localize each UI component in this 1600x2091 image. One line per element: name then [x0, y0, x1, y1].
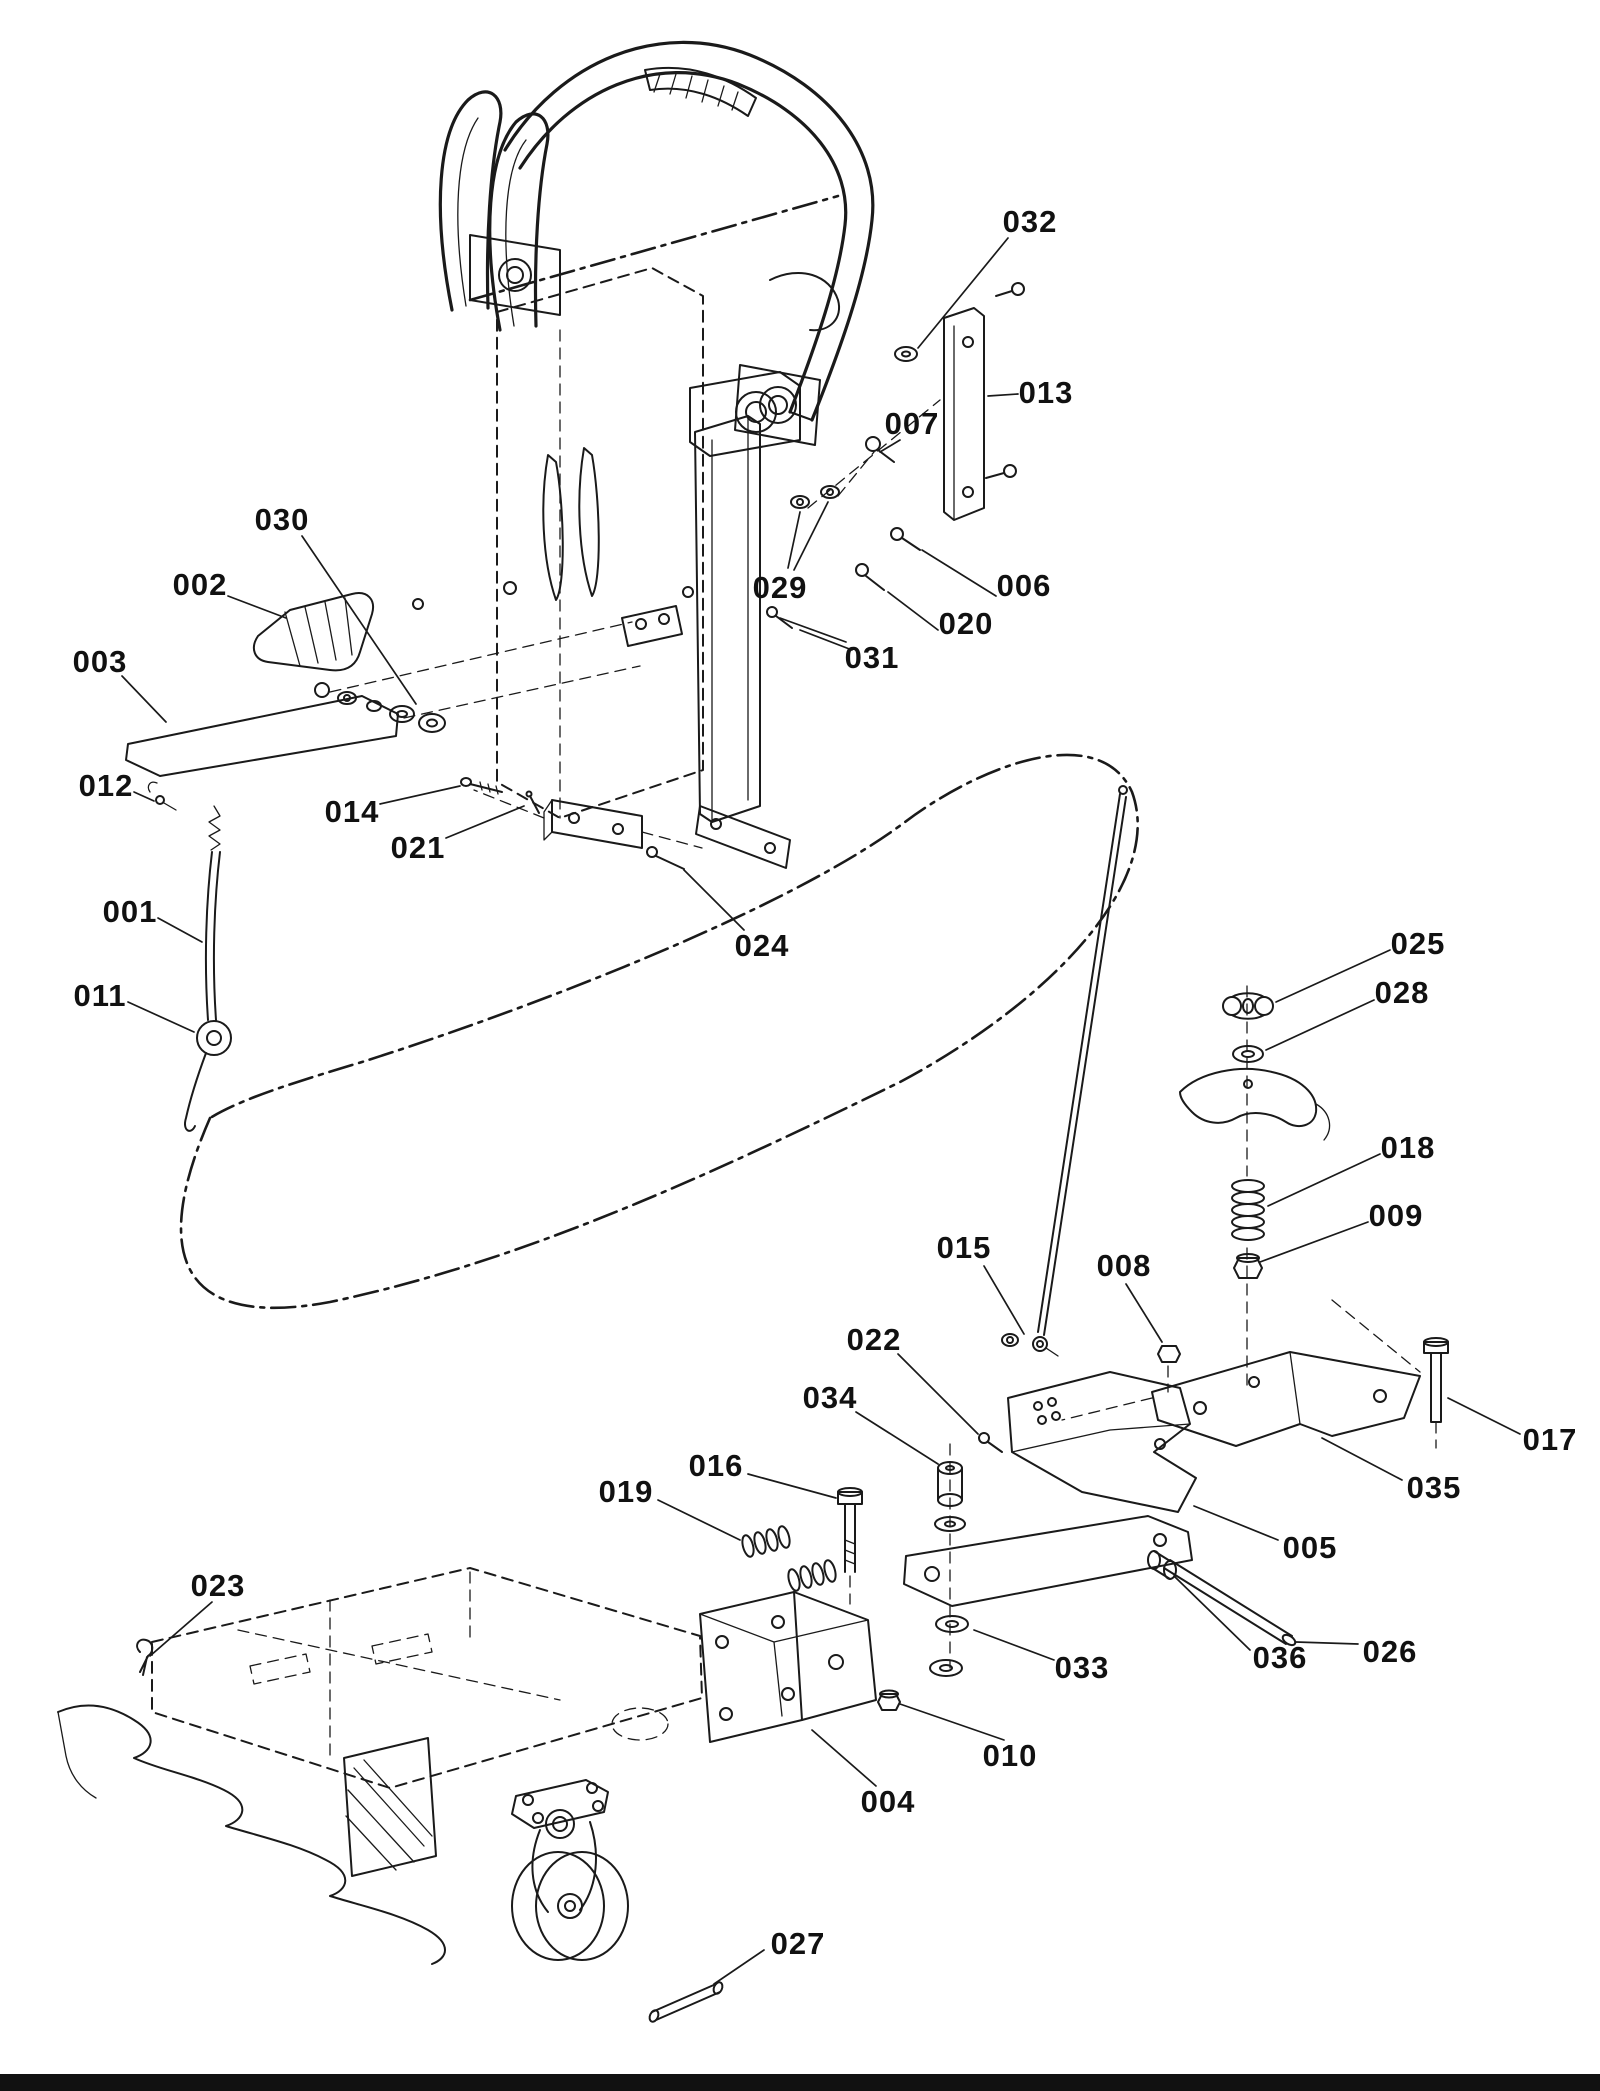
part-label-014: 014 — [324, 794, 380, 829]
deck-and-caster — [58, 1568, 724, 2023]
cable-and-pulley — [148, 782, 231, 1131]
control-lever — [126, 593, 682, 776]
part-label-017: 017 — [1522, 1422, 1578, 1457]
part-label-018: 018 — [1380, 1130, 1436, 1165]
leader-lines — [122, 238, 1520, 1984]
part-label-028: 028 — [1374, 975, 1430, 1010]
part-label-034: 034 — [802, 1380, 858, 1415]
part-label-020: 020 — [938, 606, 994, 641]
part-label-027: 027 — [770, 1926, 826, 1961]
bracket-013-and-fasteners — [767, 283, 1024, 628]
bottom-border — [0, 2074, 1600, 2091]
part-label-006: 006 — [996, 568, 1052, 603]
part-label-003: 003 — [72, 644, 128, 679]
part-label-035: 035 — [1406, 1470, 1462, 1505]
part-label-016: 016 — [688, 1448, 744, 1483]
part-label-015: 015 — [936, 1230, 992, 1265]
part-label-021: 021 — [390, 830, 446, 865]
part-label-007: 007 — [884, 406, 940, 441]
swing-bracket — [1008, 1372, 1196, 1512]
part-label-023: 023 — [190, 1568, 246, 1603]
part-label-002: 002 — [172, 567, 228, 602]
lift-arm-assembly — [740, 1433, 1192, 1676]
part-label-011: 011 — [73, 978, 127, 1013]
rops-handle-assembly — [440, 42, 872, 445]
part-label-010: 010 — [982, 1738, 1038, 1773]
cable-routing-loop — [181, 755, 1138, 1308]
part-label-022: 022 — [846, 1322, 902, 1357]
part-label-004: 004 — [860, 1784, 916, 1819]
part-label-024: 024 — [734, 928, 790, 963]
part-label-031: 031 — [844, 640, 900, 675]
part-label-032: 032 — [1002, 204, 1058, 239]
part-label-012: 012 — [78, 768, 134, 803]
part-label-009: 009 — [1368, 1198, 1424, 1233]
part-label-013: 013 — [1018, 375, 1074, 410]
part-label-025: 025 — [1390, 926, 1446, 961]
upright-channel — [690, 372, 800, 868]
height-adjust-stack — [1180, 986, 1330, 1392]
part-label-026: 026 — [1362, 1634, 1418, 1669]
part-label-008: 008 — [1096, 1248, 1152, 1283]
part-label-029: 029 — [752, 570, 808, 605]
frame-plate — [413, 268, 703, 818]
part-label-001: 001 — [102, 894, 158, 929]
part-label-036: 036 — [1252, 1640, 1308, 1675]
part-label-019: 019 — [598, 1474, 654, 1509]
mid-linkage-brackets — [461, 778, 702, 869]
mount-bracket-and-rod — [700, 1551, 1297, 1742]
part-label-030: 030 — [254, 502, 310, 537]
part-label-033: 033 — [1054, 1650, 1110, 1685]
part-label-005: 005 — [1282, 1530, 1338, 1565]
control-rod — [1002, 786, 1127, 1356]
